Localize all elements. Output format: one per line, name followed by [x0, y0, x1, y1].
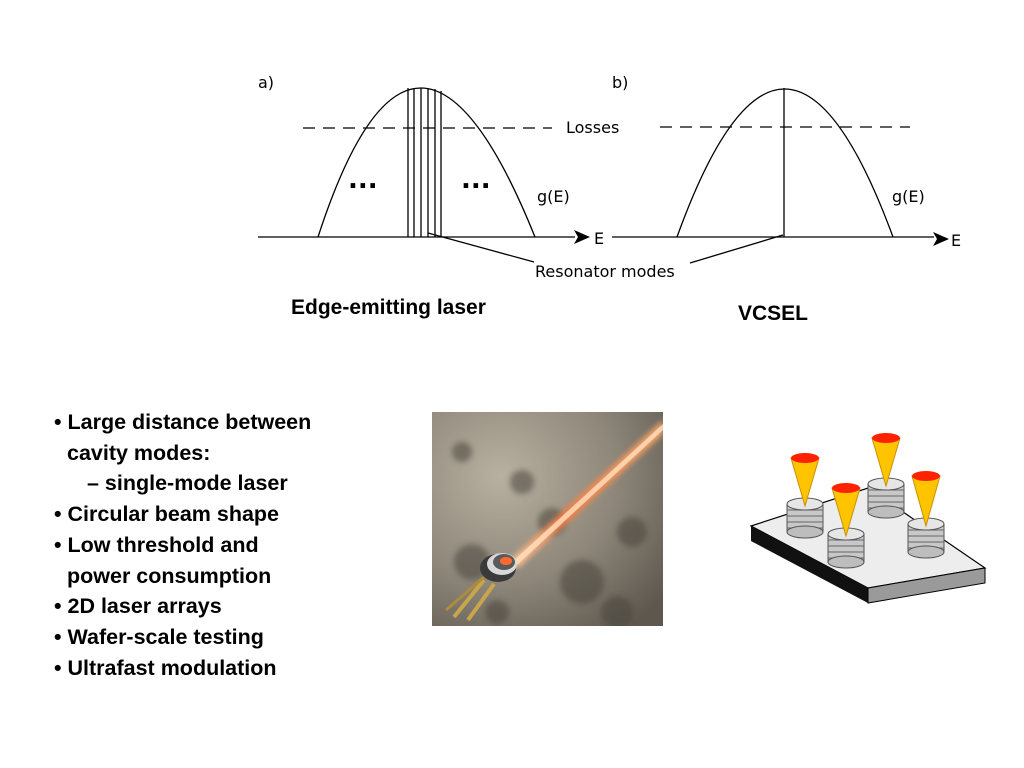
bullet-item: cavity modes: — [67, 440, 211, 465]
energy-label-b: E — [951, 231, 961, 250]
vcsel-emitter-4 — [907, 471, 945, 559]
vcsel-beam-photo — [432, 412, 663, 626]
bullet-item: • Wafer-scale testing — [54, 624, 264, 649]
resonator-pointer-b — [689, 234, 784, 264]
panel-a-label: a) — [258, 73, 274, 92]
array-substrate-front — [751, 526, 868, 603]
gain-curve-a — [317, 87, 536, 238]
vcsel-emitter-2 — [867, 433, 905, 519]
losses-label: Losses — [566, 118, 619, 137]
bullet-item: – single-mode laser — [87, 471, 288, 496]
bullet-item: • Circular beam shape — [54, 502, 280, 527]
caption-edge-emitting: Edge-emitting laser — [291, 296, 486, 319]
gain-label-a: g(E) — [537, 187, 570, 206]
gain-mode-diagram: a) ... ... Losses g(E) E b) g(E) E Reson… — [258, 73, 961, 281]
energy-label-a: E — [594, 229, 604, 248]
longitudinal-modes-a — [407, 88, 442, 237]
array-substrate-side — [867, 567, 986, 604]
to-can-package — [445, 553, 517, 622]
ellipsis-right: ... — [461, 165, 491, 195]
resonator-pointer-a — [427, 232, 535, 263]
feature-list: • Large distance between cavity modes: –… — [54, 407, 311, 683]
energy-arrow-b — [933, 232, 949, 246]
bullet-item: power consumption — [67, 563, 272, 588]
panel-b-label: b) — [612, 73, 628, 92]
bullet-item: • 2D laser arrays — [54, 594, 222, 619]
energy-arrow-a — [574, 230, 590, 244]
bullet-item: • Low threshold and — [54, 532, 259, 557]
bullet-item: • Large distance between — [54, 410, 312, 434]
bullet-item: • Ultrafast modulation — [54, 655, 277, 680]
vcsel-emitter-3 — [827, 483, 865, 569]
caption-vcsel: VCSEL — [738, 302, 809, 325]
resonator-label: Resonator modes — [535, 262, 675, 281]
ellipsis-left: ... — [348, 165, 378, 195]
gain-curve-b — [676, 88, 894, 238]
vcsel-emitter-1 — [786, 453, 824, 539]
gain-label-b: g(E) — [892, 187, 925, 206]
vcsel-array-illustration — [749, 433, 987, 604]
